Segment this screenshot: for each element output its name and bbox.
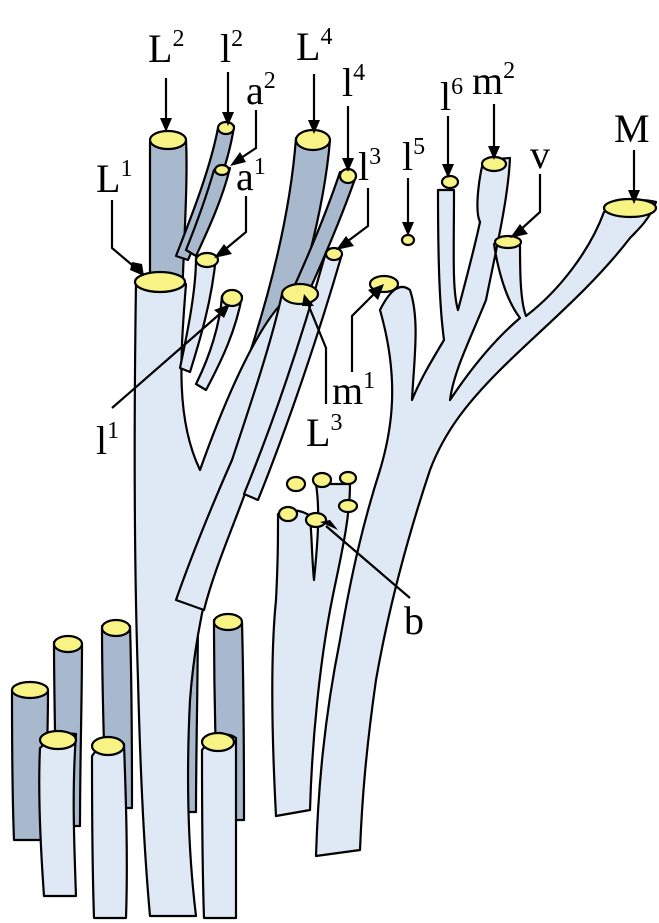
cut-v: [495, 236, 521, 248]
label-M: M: [614, 106, 650, 151]
arrow-a1: [222, 196, 246, 252]
label-m1: m1: [332, 368, 375, 413]
label-l1: l1: [96, 418, 119, 463]
arrow-v: [518, 174, 540, 232]
cut-bottom-dark-1: [12, 682, 48, 698]
cut-bottom-dark-2: [54, 636, 82, 652]
cut-l6: [442, 176, 458, 188]
arrow-L1: [112, 200, 138, 270]
stem-bottom-light-1: [39, 734, 76, 896]
cut-b-4: [279, 507, 297, 521]
arrowhead-L2: [160, 118, 172, 132]
cut-a1: [196, 253, 218, 267]
cut-l2: [218, 122, 234, 134]
label-L3: L3: [306, 410, 342, 455]
cut-b-6: [339, 500, 357, 512]
cut-L3: [282, 284, 318, 304]
label-L1: L1: [96, 156, 132, 201]
cut-bottom-light-1: [40, 731, 76, 749]
arrowhead-l5: [402, 222, 414, 236]
cut-b-3: [340, 472, 356, 484]
label-l3: l3: [358, 144, 381, 189]
stem-M: [316, 158, 656, 856]
cut-bottom-light-2: [92, 737, 124, 755]
cut-a2: [215, 165, 229, 175]
label-l2: l2: [220, 26, 243, 71]
cut-l5: [402, 235, 414, 245]
arrowhead-L1: [130, 262, 144, 276]
label-a1: a1: [236, 154, 266, 199]
cut-bottom-dark-5: [214, 614, 242, 630]
label-m2: m2: [472, 58, 515, 103]
label-L4: L4: [296, 24, 332, 69]
cut-L4: [296, 130, 330, 150]
label-l6: l6: [440, 74, 463, 119]
cut-b-5: [306, 513, 326, 527]
label-l5: l5: [402, 134, 425, 179]
cut-L2: [150, 131, 186, 149]
label-l4: l4: [342, 60, 365, 105]
stem-bottom-light-2: [92, 742, 127, 918]
stem-bottom-light-3: [202, 735, 236, 918]
cut-M: [604, 199, 656, 217]
label-L2: L2: [148, 26, 184, 71]
cut-l1: [222, 290, 242, 306]
cut-b-2: [313, 473, 331, 487]
cut-l3: [326, 248, 342, 260]
arrow-m1: [352, 292, 376, 372]
cut-bottom-dark-3: [102, 620, 130, 636]
cut-b-1: [287, 477, 305, 491]
arrow-a2: [238, 110, 256, 160]
label-v: v: [530, 132, 550, 177]
label-a2: a2: [246, 68, 276, 113]
label-b: b: [404, 598, 424, 643]
cut-bottom-light-3: [202, 733, 234, 751]
